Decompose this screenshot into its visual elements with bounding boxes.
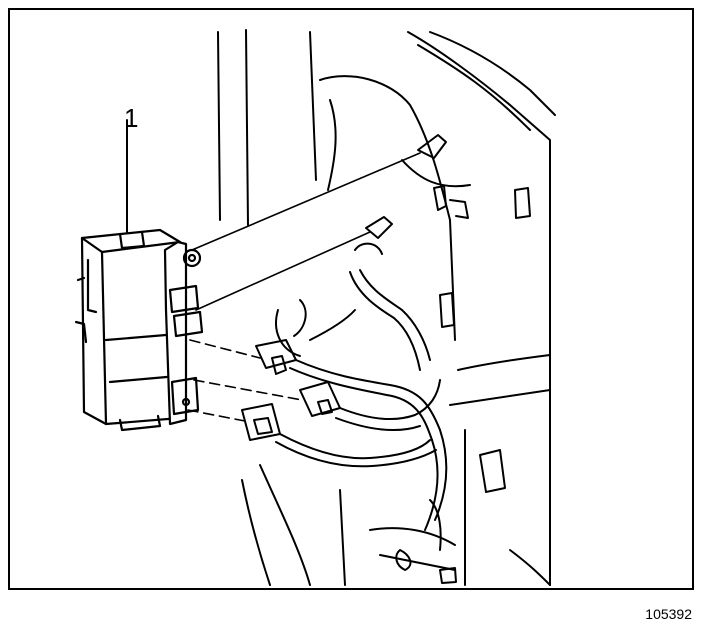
- alignment-lines: [187, 152, 421, 423]
- illustration-frame: 1: [8, 8, 694, 590]
- illustration-drawing: [74, 29, 556, 586]
- wiring-harness: [275, 242, 448, 531]
- panel-clips: [395, 185, 531, 584]
- wire-connectors: [241, 339, 341, 441]
- figure-number: 105392: [645, 606, 692, 622]
- mounting-tabs: [365, 134, 447, 239]
- body-panel-lines: [217, 29, 556, 586]
- electronic-control-module: [74, 228, 204, 432]
- callout-label: 1: [124, 103, 139, 133]
